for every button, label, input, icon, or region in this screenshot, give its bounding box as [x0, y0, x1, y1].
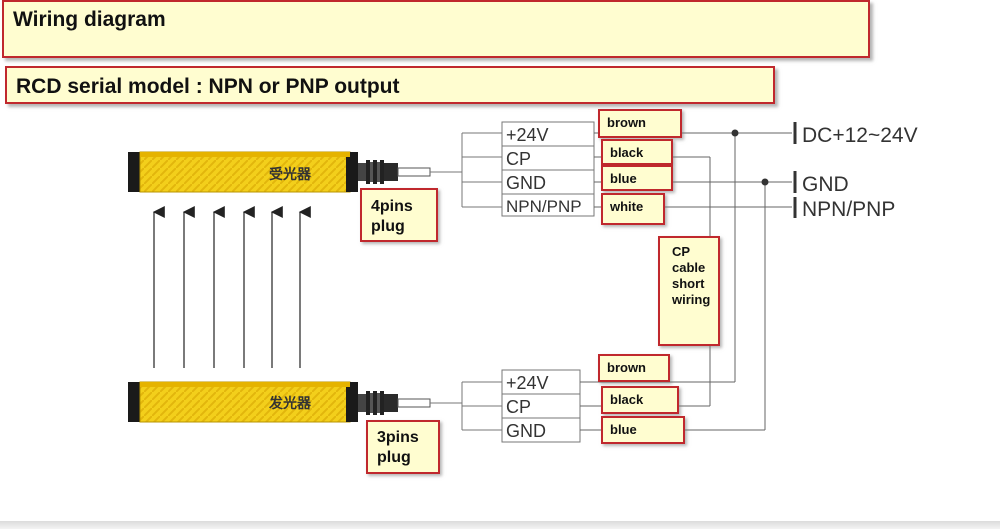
receiver-pin-gnd: GND [506, 173, 546, 193]
receiver-label: 受光器 [269, 166, 312, 183]
junction-dot [761, 178, 769, 186]
receiver-plug-label: 4pins plug [360, 188, 438, 242]
receiver-sensor: 受光器 [128, 151, 431, 193]
cp-short-wiring-note: CP cable short wiring [658, 236, 720, 346]
emitter-fanout [430, 381, 502, 431]
wire-tag-brown: brown [598, 109, 682, 138]
wire-tag-brown: brown [598, 354, 670, 382]
output-gnd: GND [802, 173, 849, 196]
wire-tag-blue: blue [601, 416, 685, 444]
output-dc: DC+12~24V [802, 124, 918, 147]
wire-tag-white: white [601, 193, 665, 225]
emitter-plug-label: 3pins plug [366, 420, 440, 474]
emitter-sensor: 发光器 [128, 381, 431, 423]
emitter-connector [358, 391, 431, 415]
junction-dot [731, 129, 739, 137]
emitter-pin-cp: CP [506, 397, 531, 417]
receiver-pin-24v: +24V [506, 125, 549, 145]
wire-tag-black: black [601, 139, 673, 165]
wire-tag-black: black [601, 386, 679, 414]
receiver-pin-npn-pnp: NPN/PNP [506, 197, 582, 216]
emitter-pin-24v: +24V [506, 373, 549, 393]
subtitle-banner: RCD serial model : NPN or PNP output [5, 66, 775, 104]
bottom-divider [0, 521, 1000, 529]
emitter-label: 发光器 [268, 395, 312, 412]
receiver-pin-table: +24V CP GND NPN/PNP [501, 121, 595, 217]
receiver-fanout [430, 132, 502, 208]
receiver-connector [358, 160, 431, 184]
emitter-pin-gnd: GND [506, 421, 546, 441]
wire-tag-blue: blue [601, 165, 673, 191]
light-beam-arrows [152, 206, 311, 368]
title-banner: Wiring diagram [2, 0, 870, 58]
receiver-pin-cp: CP [506, 149, 531, 169]
emitter-pin-table: +24V CP GND [501, 369, 581, 443]
page-title: Wiring diagram [13, 8, 166, 31]
output-terminals: DC+12~24V GND NPN/PNP [793, 122, 918, 221]
page-subtitle: RCD serial model : NPN or PNP output [16, 75, 400, 98]
output-npn-pnp: NPN/PNP [802, 198, 895, 221]
